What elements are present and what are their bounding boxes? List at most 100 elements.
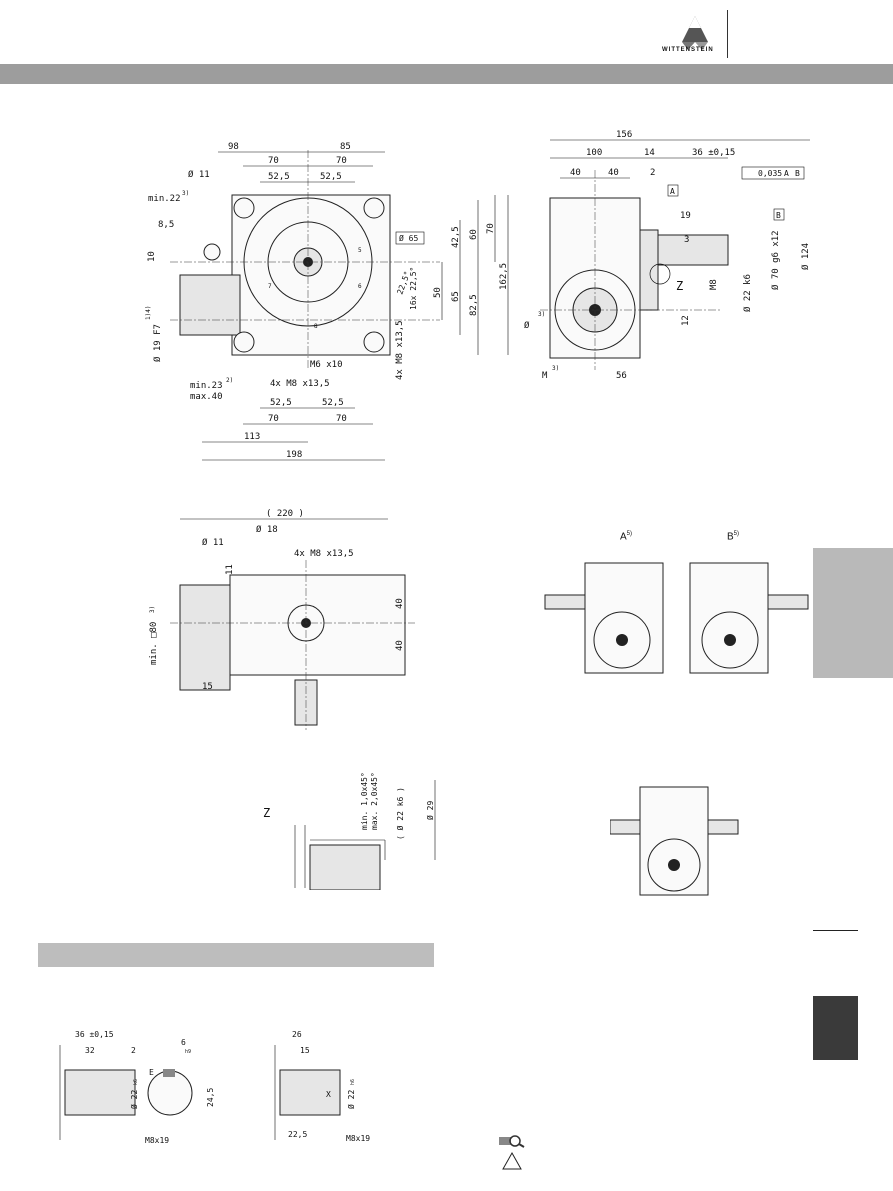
svg-text:Ø 22: Ø 22 [129,1090,139,1109]
svg-text:40: 40 [608,168,619,178]
svg-text:Ø 22 k6: Ø 22 k6 [742,274,753,312]
shaft-keyway-drawing: 36 ±0,15 32 2 6 h9 E Ø 22 k6 24,5 M8x19 [59,1030,215,1145]
section-heading-bar [38,943,434,967]
variant-a-label: A5) [620,531,633,543]
svg-text:Ø 18: Ø 18 [256,524,278,535]
svg-text:Ø 29: Ø 29 [425,801,435,820]
svg-text:52,5: 52,5 [270,398,292,408]
svg-text:24,5: 24,5 [206,1088,215,1107]
svg-text:82,5: 82,5 [469,294,479,316]
chapter-tab [813,548,893,678]
dim-52-5a: 52,5 [268,172,290,182]
svg-text:6: 6 [181,1038,186,1047]
svg-text:26: 26 [292,1030,302,1039]
svg-text:B: B [776,211,781,220]
svg-text:4x M8 x13,5: 4x M8 x13,5 [395,320,405,380]
wittenstein-logo [682,16,708,50]
side-view-drawing: 156 100 14 36 ±0,15 40 40 2 0,035 A B A … [524,130,811,381]
shaft-smooth-drawing: 26 15 X Ø 22 h6 22,5 M8x19 [274,1030,370,1143]
svg-text:2): 2) [226,377,233,384]
svg-text:5: 5 [358,247,362,254]
svg-text:162,5: 162,5 [499,263,509,290]
svg-text:40: 40 [570,168,581,178]
brand-name: WITTENSTEIN [662,47,714,53]
tolerance-frame [741,166,805,180]
svg-text:10: 10 [147,251,157,262]
svg-text:70: 70 [268,414,279,424]
dim-d11: Ø 11 [188,169,210,180]
header-divider [727,10,728,58]
svg-text:M: M [542,371,548,381]
svg-text:6: 6 [358,283,362,290]
dim-70b: 70 [336,156,347,166]
front-view-drawing: 98 85 70 70 52,5 52,5 Ø 11 min.22 3) 8,5… [145,142,509,461]
svg-text:70: 70 [486,223,496,234]
svg-text:( 220 ): ( 220 ) [266,509,304,519]
svg-text:42,5: 42,5 [451,226,461,248]
svg-text:M6 x10: M6 x10 [310,360,343,370]
svg-text:22,5: 22,5 [288,1130,307,1139]
svg-text:Ø 11: Ø 11 [202,537,224,548]
svg-text:( Ø 22 k6 ): ( Ø 22 k6 ) [395,787,405,840]
svg-text:50: 50 [433,287,443,298]
svg-text:15: 15 [300,1046,310,1055]
svg-text:70: 70 [336,414,347,424]
svg-text:Ø: Ø [524,320,530,331]
chapter-marker [813,996,858,1060]
svg-text:3): 3) [552,365,559,372]
detail-z-marker: Z [676,279,683,293]
svg-text:11: 11 [225,564,235,575]
motor-flange [179,274,241,336]
svg-text:19: 19 [680,211,691,221]
svg-text:3): 3) [182,190,189,197]
svg-text:32: 32 [85,1046,95,1055]
svg-text:max. 2,0x45°: max. 2,0x45° [370,772,379,830]
svg-text:Z: Z [263,806,270,820]
svg-text:56: 56 [616,371,627,381]
svg-text:Ø 70 g6 x12: Ø 70 g6 x12 [770,230,781,290]
svg-text:12: 12 [681,315,691,326]
svg-text:h6: h6 [350,1079,356,1085]
variant-drawings [544,562,809,674]
variant-c-drawing [610,786,739,896]
dim-98: 98 [228,142,239,152]
dim-70a: 70 [268,156,279,166]
svg-text:7: 7 [268,283,272,290]
svg-text:Ø 124: Ø 124 [800,243,811,270]
svg-text:B: B [795,169,800,178]
svg-text:156: 156 [616,130,632,140]
svg-text:A: A [670,187,675,196]
svg-text:3): 3) [149,606,156,613]
svg-text:k6: k6 [133,1079,139,1085]
svg-text:max.40: max.40 [190,392,223,402]
svg-text:198: 198 [286,450,302,460]
svg-text:3: 3 [684,235,689,245]
svg-text:Ø 65: Ø 65 [399,233,418,243]
svg-text:113: 113 [244,432,260,442]
svg-text:M8x19: M8x19 [145,1136,169,1145]
svg-text:15: 15 [202,682,213,692]
warning-magnifier-icon [499,1135,525,1170]
header-bar [0,64,893,84]
dim-min22: min.22 [148,194,181,204]
detail-z-drawing: Z min. 1,0x45° max. 2,0x45° ( Ø 22 k6 ) … [263,772,436,890]
svg-text:M8: M8 [709,279,719,290]
svg-text:14: 14 [644,148,655,158]
page-rule [813,930,858,931]
svg-text:40: 40 [395,598,405,609]
variant-b-label: B5) [727,531,740,543]
svg-text:36 ±0,15: 36 ±0,15 [75,1030,114,1039]
svg-text:0,035: 0,035 [758,169,782,178]
svg-text:Ø 22: Ø 22 [346,1090,356,1109]
svg-text:4x M8 x13,5: 4x M8 x13,5 [270,379,330,389]
svg-text:60: 60 [469,229,479,240]
svg-text:A: A [784,169,789,178]
dim-52-5b: 52,5 [320,172,342,182]
svg-text:M8x19: M8x19 [346,1134,370,1143]
svg-text:52,5: 52,5 [322,398,344,408]
svg-text:min. □80: min. □80 [149,622,159,665]
svg-text:36 ±0,15: 36 ±0,15 [692,148,735,158]
svg-text:16x 22,5°: 16x 22,5° [409,267,418,310]
svg-text:8: 8 [314,323,318,330]
svg-text:4x M8 x13,5: 4x M8 x13,5 [294,549,354,559]
